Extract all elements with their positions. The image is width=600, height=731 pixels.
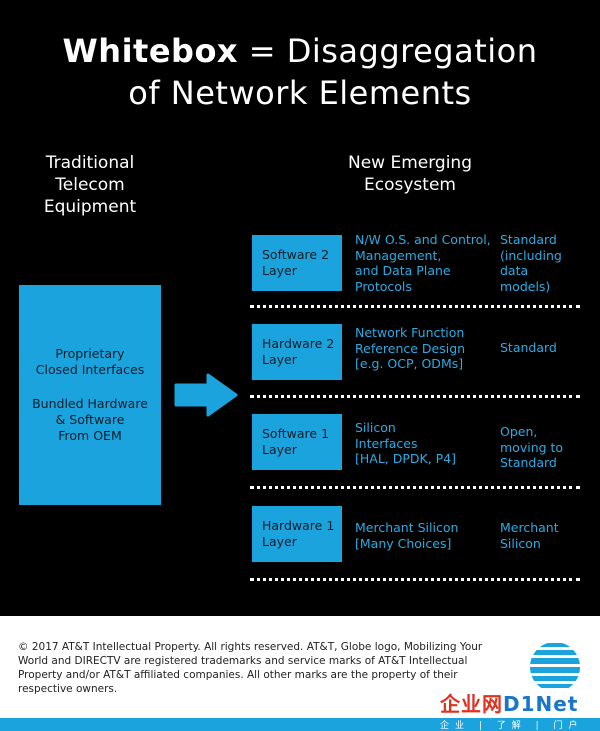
ecosystem-heading: New Emerging Ecosystem (347, 153, 472, 195)
layer-software-2: Software 2 Layer (252, 235, 342, 291)
watermark-en: D1Net (503, 692, 579, 716)
layer-divider (250, 486, 580, 489)
layer-software-1-standard: Open, moving to Standard (500, 424, 564, 470)
layer-divider (250, 578, 580, 581)
watermark-cn: 企业网 (440, 692, 503, 716)
watermark: 企业网D1Net (440, 688, 578, 717)
diagram-panel: Whitebox = Disaggregation of Network Ele… (0, 32, 600, 581)
layer-divider (250, 305, 580, 308)
footer: © 2017 AT&T Intellectual Property. All r… (0, 616, 600, 731)
layer-hardware-1: Hardware 1 Layer (252, 506, 342, 562)
title-line-1: Whitebox = Disaggregation (0, 32, 600, 70)
layer-divider (250, 395, 580, 398)
proprietary-text: Proprietary Closed Interfaces (35, 346, 145, 377)
watermark-sub: 企业 | 了解 | 门户 (440, 721, 584, 731)
layer-hardware-2-standard: Standard (500, 340, 557, 355)
layer-hardware-1-standard: Merchant Silicon (500, 520, 559, 551)
layer-hardware-2: Hardware 2 Layer (252, 324, 342, 380)
traditional-heading: Traditional Telecom Equipment (43, 153, 137, 217)
bottom-strip (0, 718, 600, 731)
title-disaggregation: = Disaggregation (238, 32, 538, 70)
layer-software-1: Software 1 Layer (252, 414, 342, 470)
arrow-right-icon (174, 373, 238, 417)
copyright-text: © 2017 AT&T Intellectual Property. All r… (18, 641, 483, 695)
layer-software-2-desc: N/W O.S. and Control, Management, and Da… (355, 232, 491, 294)
traditional-box: Proprietary Closed Interfaces Bundled Ha… (19, 285, 161, 505)
layer-hardware-1-desc: Merchant Silicon [Many Choices] (355, 520, 459, 551)
title-line-2: of Network Elements (128, 74, 472, 112)
att-globe-logo (530, 642, 580, 692)
layer-software-1-desc: Silicon Interfaces [HAL, DPDK, P4] (355, 420, 457, 466)
title-whitebox: Whitebox (62, 32, 239, 70)
bundled-text: Bundled Hardware & Software From OEM (32, 396, 148, 443)
layer-software-2-standard: Standard (including data models) (500, 232, 562, 294)
layer-hardware-2-desc: Network Function Reference Design [e.g. … (355, 325, 466, 371)
